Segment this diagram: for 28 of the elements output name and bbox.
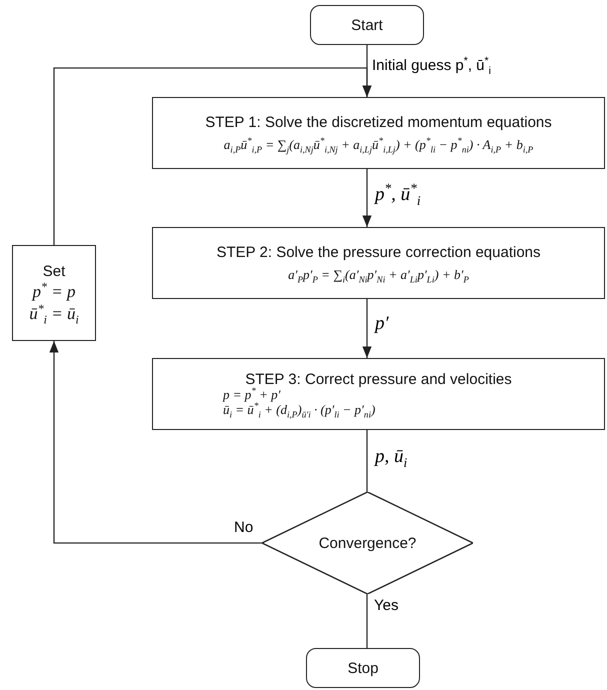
- equation: ū$^{*}$$_{i}$ = ū$_{i}$: [29, 304, 79, 324]
- process-box: [152, 97, 605, 169]
- process-box: [152, 358, 605, 430]
- arrow: [49, 341, 262, 544]
- arrow: [53, 67, 372, 245]
- edge-label: No: [234, 519, 254, 536]
- edge-label: p, ū$_{i}$: [375, 446, 408, 468]
- decision-diamond: [262, 492, 473, 594]
- node-title: Set: [42, 262, 66, 280]
- node-title: Start: [351, 16, 383, 34]
- equation: a′$_{P}$p′$_{P}$ = ∑$_{i}$(a′$_{Ni}$p′$_{Ni}$ + a′$_{Li}$p′$_{Li}$) + b′$_{P}$: [288, 266, 469, 282]
- node-title: STEP 1: Solve the discretized momentum equations: [205, 114, 552, 130]
- start-terminal: [310, 5, 424, 45]
- arrow: [362, 169, 372, 227]
- node-title: Convergence?: [318, 534, 416, 552]
- arrow: [362, 299, 372, 358]
- node-title: STEP 2: Solve the pressure correction equations: [216, 244, 541, 260]
- edge-label: p′: [375, 313, 389, 335]
- process-box: [152, 227, 605, 299]
- equation: p$^{*}$ = p: [32, 282, 76, 302]
- equation: p = p$^{*}$ + p′: [223, 388, 280, 402]
- edge-label: Yes: [374, 597, 398, 614]
- node-title: STEP 3: Correct pressure and velocities: [245, 370, 512, 388]
- stop-terminal: [306, 648, 420, 688]
- process-box: [12, 245, 96, 341]
- equation: ū$_{i}$ = ū$^{*}$$_{i}$ + (d$_{i,P}$)$_{ū′i}$ · (p′$_{li}$ − p′$_{ni}$): [223, 402, 376, 418]
- equation: a$_{i,P}$ū$^{*}$$_{i,P}$ = ∑$_{j}$(a$_{i,Nj}$ū$^{*}$$_{i,Nj}$ + a$_{i,Lj}$ū$^{*}$$_{i,Lj}$) + (p$^{*}$$_{li}$ − p$^{*}$$_{ni}$) · A$_{i,P}$ + b$_{i,P}$: [224, 136, 534, 152]
- node-title: Stop: [348, 660, 378, 676]
